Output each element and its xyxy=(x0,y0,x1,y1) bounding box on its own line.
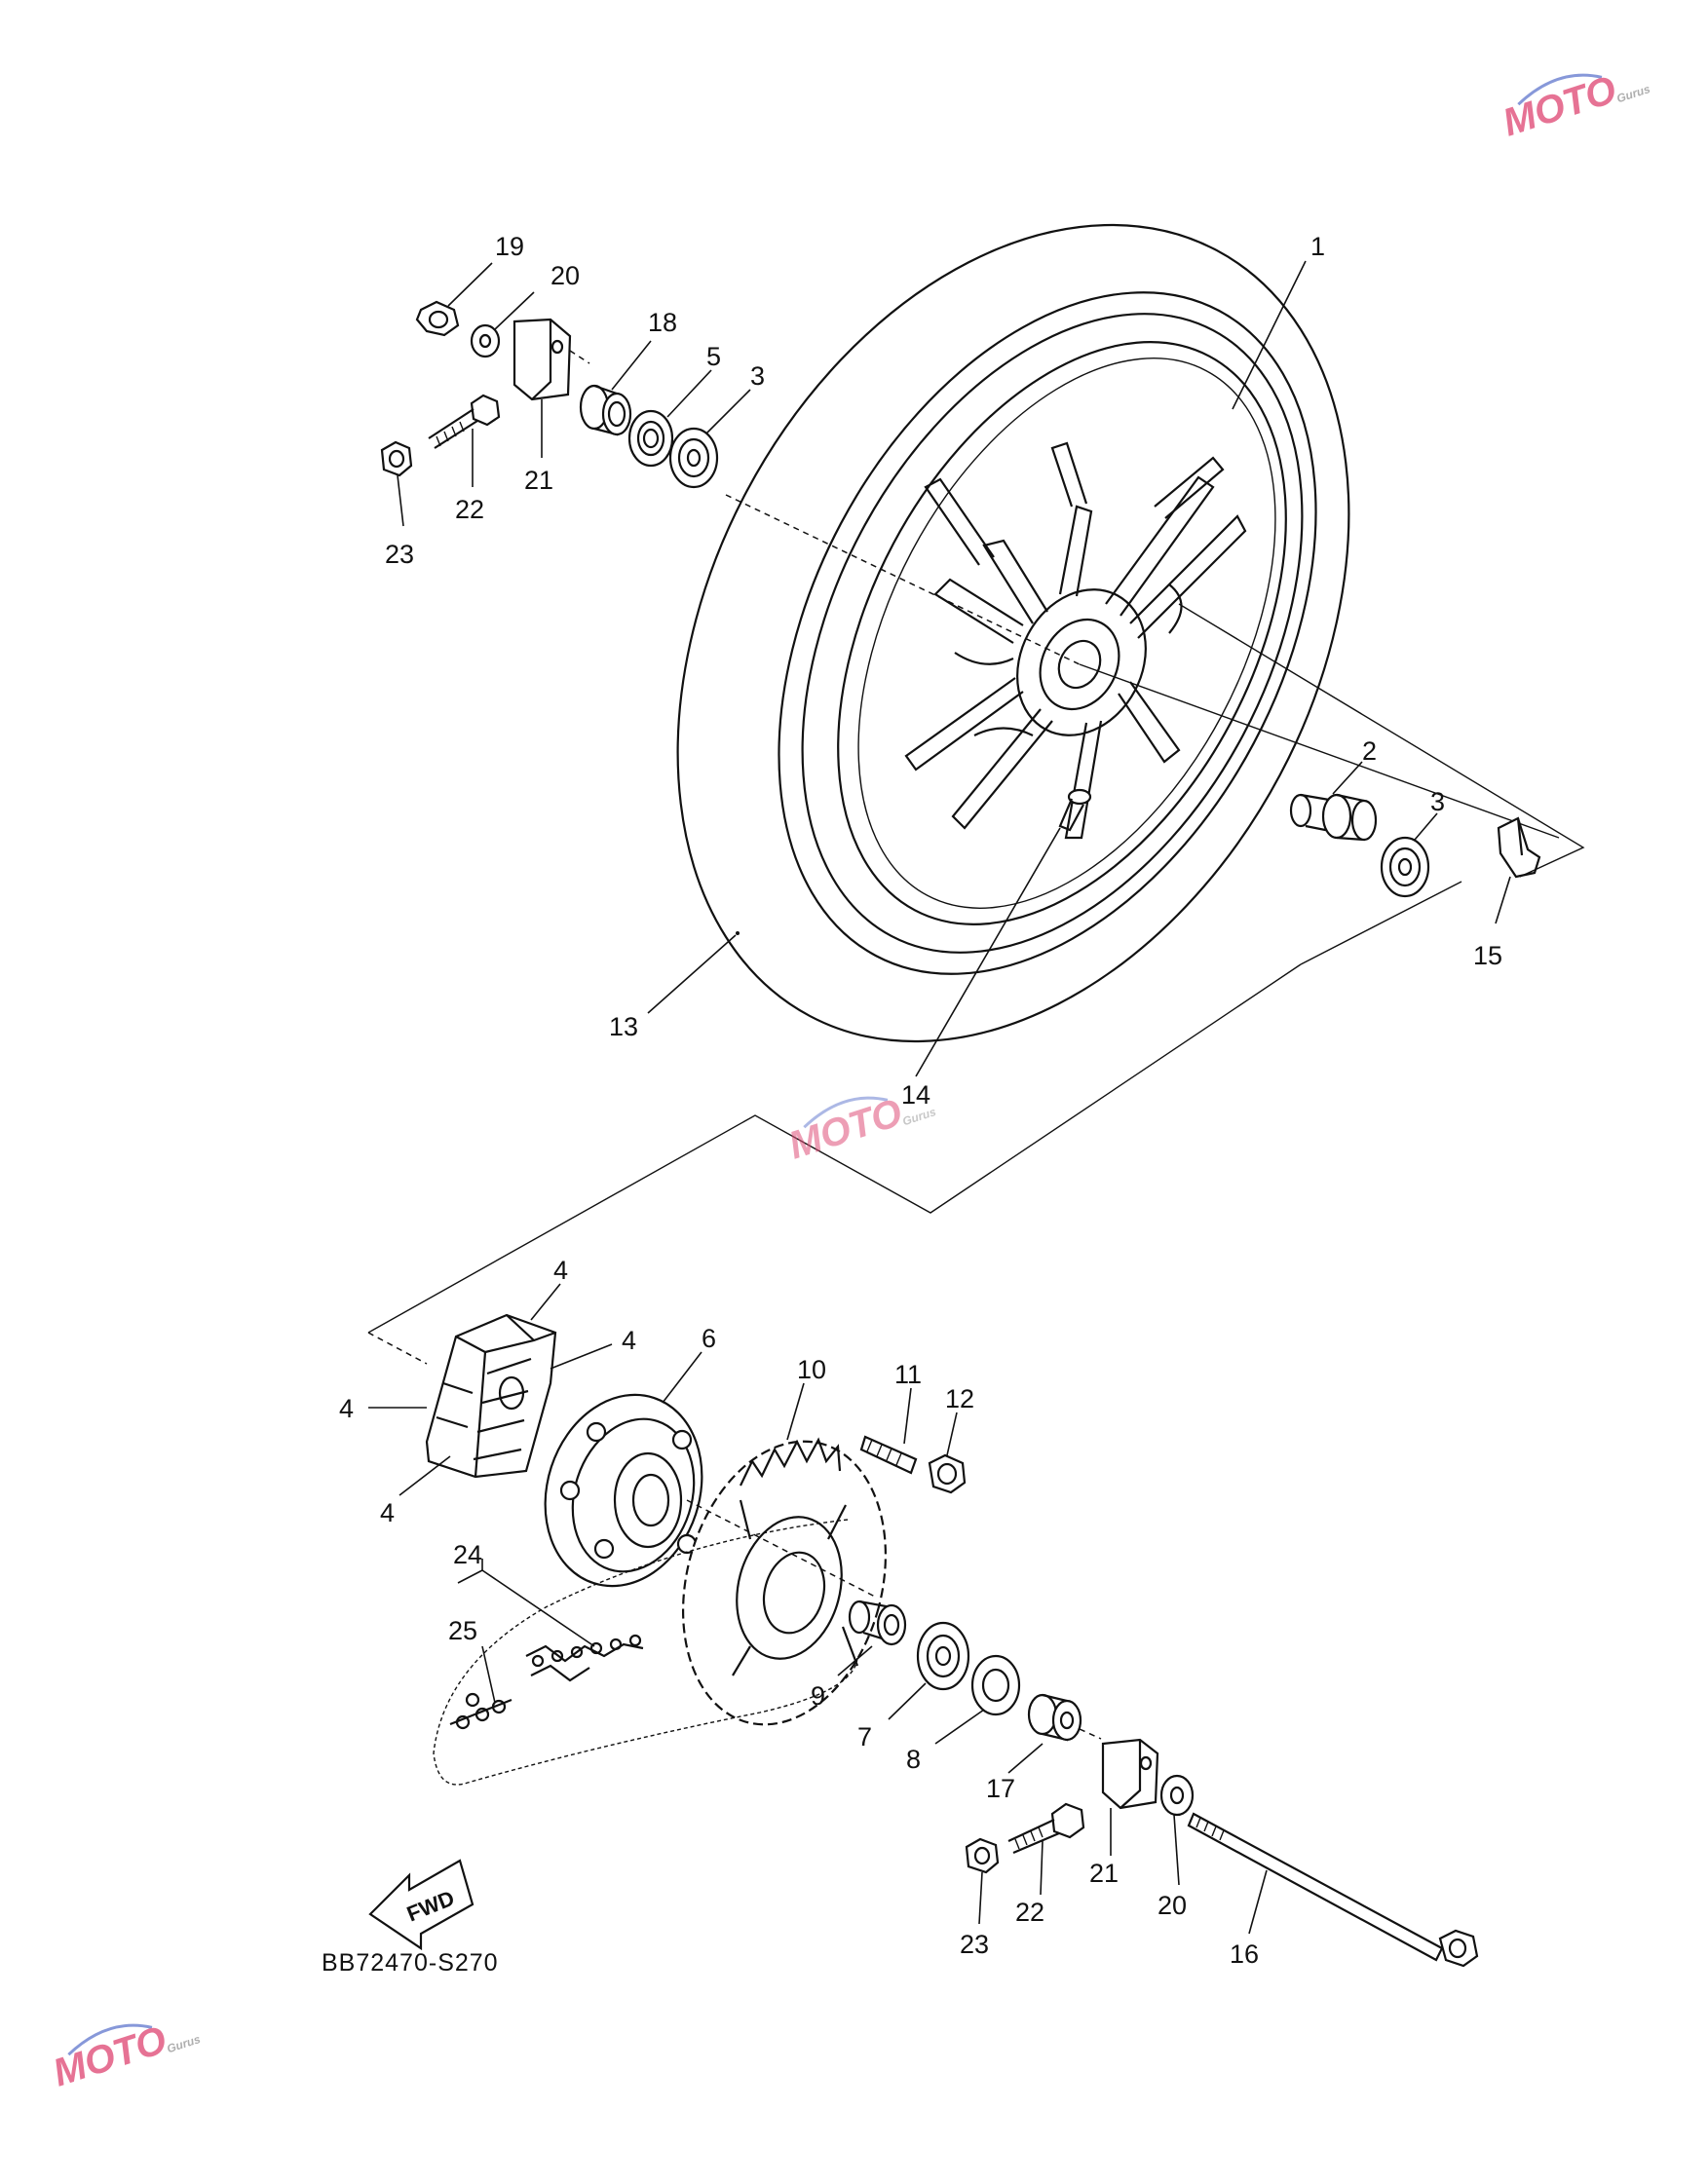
washer-20-lower xyxy=(1159,1774,1195,1817)
bearing-3-upper xyxy=(668,427,719,489)
callout-6: 6 xyxy=(702,1324,716,1353)
watermark-top-right: MOTO Gurus xyxy=(1498,68,1652,145)
callout-8: 8 xyxy=(906,1745,921,1774)
nut-23-upper xyxy=(380,440,413,477)
collar-9 xyxy=(848,1600,907,1646)
callout-18: 18 xyxy=(648,308,677,337)
callout-21-lower: 21 xyxy=(1089,1859,1119,1888)
diagram-code: BB72470-S270 xyxy=(322,1949,499,1977)
adjuster-bolt-22-lower xyxy=(1007,1802,1085,1855)
callout-4-left: 4 xyxy=(339,1394,354,1423)
nut-23-lower xyxy=(965,1837,1000,1874)
callout-21: 21 xyxy=(524,466,553,495)
callout-2: 2 xyxy=(1362,736,1377,766)
callout-15: 15 xyxy=(1473,941,1502,970)
rear-axle-16 xyxy=(1187,1812,1479,1968)
fwd-arrow-icon: FWD xyxy=(368,1859,474,1951)
callout-20: 20 xyxy=(550,261,580,290)
drive-sprocket-10 xyxy=(681,1437,888,1726)
wheel-spokes xyxy=(904,441,1247,840)
callout-23-lower: 23 xyxy=(960,1930,989,1959)
clip-15 xyxy=(1497,816,1541,879)
callout-17: 17 xyxy=(986,1774,1015,1803)
callout-20-lower: 20 xyxy=(1158,1891,1187,1920)
callout-13: 13 xyxy=(609,1012,638,1041)
adjuster-plate-21 xyxy=(512,318,572,401)
callout-19: 19 xyxy=(495,232,524,261)
callout-7: 7 xyxy=(857,1722,872,1751)
callout-labels: 1 2 3 3 4 4 4 4 5 6 7 8 9 10 11 12 13 14… xyxy=(339,232,1502,1969)
bearing-7 xyxy=(916,1621,970,1691)
callout-3: 3 xyxy=(750,361,765,391)
oil-seal-8 xyxy=(970,1654,1021,1716)
callout-12: 12 xyxy=(945,1384,974,1413)
callout-14: 14 xyxy=(901,1080,930,1110)
watermark-sub-bottom: Gurus xyxy=(165,2032,202,2055)
washer-20 xyxy=(470,323,501,358)
callout-9: 9 xyxy=(811,1681,825,1711)
callout-4-top: 4 xyxy=(553,1256,568,1285)
callout-16: 16 xyxy=(1230,1939,1259,1969)
sprocket-hub-6 xyxy=(544,1393,703,1588)
collar-18 xyxy=(579,384,632,436)
callout-22-lower: 22 xyxy=(1015,1898,1044,1927)
stud-bolt-11 xyxy=(859,1435,918,1475)
flange-nut-19 xyxy=(415,300,460,337)
callout-24: 24 xyxy=(453,1540,482,1569)
chain-joint-25 xyxy=(449,1692,512,1730)
callout-11: 11 xyxy=(894,1360,922,1389)
hub-damper-4 xyxy=(425,1313,557,1479)
callout-4-bottom: 4 xyxy=(380,1498,395,1527)
bearing-3-right xyxy=(1380,836,1430,898)
adjuster-bolt-22-upper xyxy=(428,394,501,449)
watermark-bottom-left: MOTO Gurus xyxy=(48,2018,203,2095)
callout-25: 25 xyxy=(448,1616,477,1645)
callout-10: 10 xyxy=(797,1355,826,1384)
nut-12 xyxy=(928,1453,967,1494)
collar-2 xyxy=(1289,793,1378,842)
callout-5: 5 xyxy=(706,342,721,371)
watermark-sub: Gurus xyxy=(1614,82,1651,105)
callout-4-right: 4 xyxy=(622,1326,636,1355)
adjuster-plate-21-lower xyxy=(1101,1738,1159,1810)
drive-chain-24 xyxy=(433,1519,858,1786)
callout-3-right: 3 xyxy=(1430,787,1445,816)
rear-wheel-tire xyxy=(676,223,1350,1043)
collar-17 xyxy=(1027,1693,1082,1742)
bearing-5 xyxy=(627,409,674,468)
callout-23: 23 xyxy=(385,540,414,569)
callout-22: 22 xyxy=(455,495,484,524)
callout-1: 1 xyxy=(1310,232,1325,261)
